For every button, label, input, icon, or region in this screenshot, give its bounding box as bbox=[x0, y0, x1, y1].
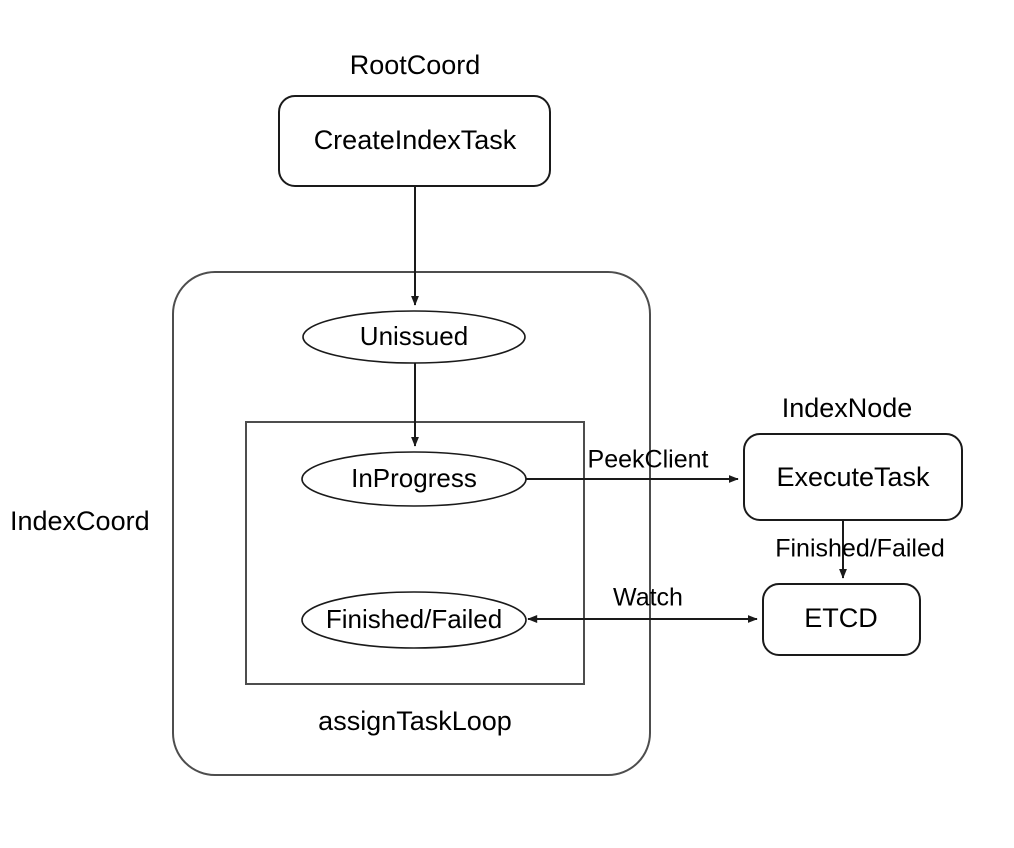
indexnode-label: IndexNode bbox=[782, 393, 913, 423]
create-index-task-box[interactable] bbox=[278, 95, 551, 187]
edge-inprogress-to-executetask: PeekClient bbox=[526, 446, 739, 483]
node-create-index-task[interactable]: CreateIndexTask bbox=[278, 95, 551, 187]
unissued-ellipse[interactable] bbox=[302, 310, 526, 364]
execute-task-box[interactable] bbox=[743, 433, 963, 521]
unissued-label: Unissued bbox=[360, 321, 468, 351]
create-index-task-label: CreateIndexTask bbox=[314, 125, 517, 155]
node-finished-failed[interactable]: Finished/Failed bbox=[301, 591, 527, 649]
group-indexcoord: IndexCoord bbox=[10, 271, 651, 776]
edge-executetask-to-etcd: Finished/Failed bbox=[775, 520, 945, 579]
rootcoord-label: RootCoord bbox=[350, 50, 481, 80]
finished-failed-label: Finished/Failed bbox=[326, 604, 502, 634]
node-etcd[interactable]: ETCD bbox=[762, 583, 921, 656]
indexcoord-label: IndexCoord bbox=[10, 506, 150, 536]
edge-etcd-to-finishedfailed: Watch bbox=[527, 584, 758, 623]
etcd-label: ETCD bbox=[804, 603, 878, 633]
edge-label-finished-failed: Finished/Failed bbox=[775, 535, 945, 563]
node-in-progress[interactable]: InProgress bbox=[301, 451, 527, 507]
execute-task-label: ExecuteTask bbox=[776, 462, 930, 492]
in-progress-ellipse[interactable] bbox=[301, 451, 527, 507]
assigntaskloop-label: assignTaskLoop bbox=[318, 706, 512, 736]
node-execute-task[interactable]: ExecuteTask bbox=[743, 433, 963, 521]
edge-label-watch: Watch bbox=[613, 584, 683, 612]
finished-failed-ellipse[interactable] bbox=[301, 591, 527, 649]
etcd-box[interactable] bbox=[762, 583, 921, 656]
node-unissued[interactable]: Unissued bbox=[302, 310, 526, 364]
edge-label-peekclient: PeekClient bbox=[588, 446, 709, 474]
in-progress-label: InProgress bbox=[351, 463, 477, 493]
indexcoord-container bbox=[172, 271, 651, 776]
